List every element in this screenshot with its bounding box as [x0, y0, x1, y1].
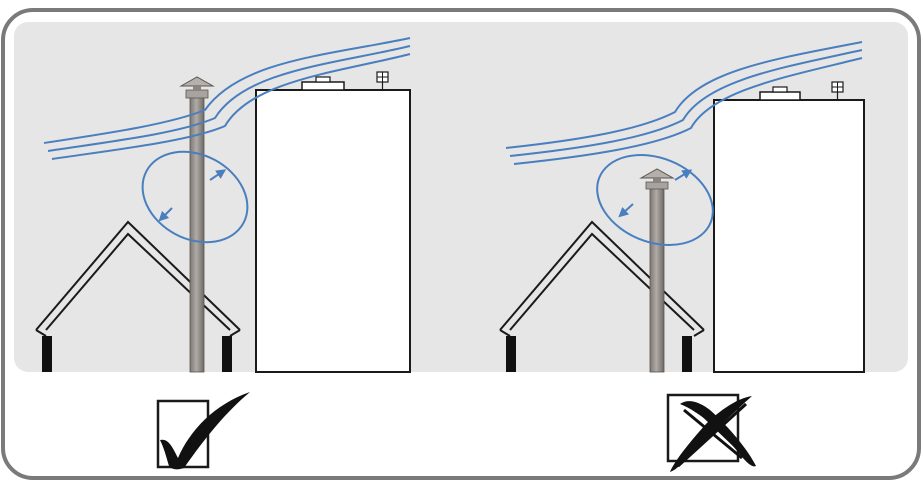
tall-building-left: [255, 71, 411, 373]
eddy-loop-right: [596, 154, 714, 246]
wind-streamlines-left: [43, 37, 411, 160]
tall-building-right: [713, 81, 865, 373]
house-wall-left: [506, 336, 516, 372]
house-wall-left: [42, 336, 52, 372]
roof-vent: [301, 81, 345, 91]
panel-correct: [35, 37, 411, 373]
wind-streamlines-right: [505, 41, 863, 165]
cross-icon: [666, 393, 756, 472]
panel-incorrect: [499, 41, 865, 373]
chimney-pipe-short: [639, 168, 675, 373]
house-wall-right: [682, 336, 692, 372]
house-wall-right: [222, 336, 232, 372]
chimney-pipe-tall: [179, 76, 215, 373]
checkmark-icon: [156, 392, 250, 470]
roof-vent: [759, 91, 801, 101]
eddy-loop-left: [141, 150, 249, 244]
